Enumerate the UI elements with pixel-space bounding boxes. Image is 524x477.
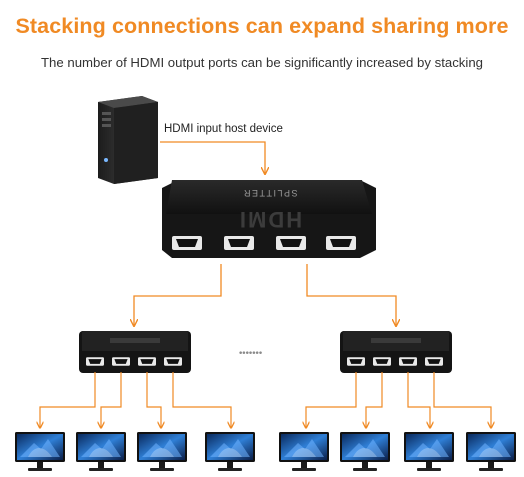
monitor-icon <box>340 432 390 471</box>
arrow-icon <box>40 372 491 428</box>
monitor-icon <box>76 432 126 471</box>
monitor-icon <box>15 432 65 471</box>
svg-text:SPLITTER: SPLITTER <box>242 188 297 198</box>
monitor-icon <box>279 432 329 471</box>
hdmi-splitter-right <box>340 331 452 373</box>
arrow-icon <box>160 141 265 174</box>
monitor-icon <box>137 432 187 471</box>
page-subtitle: The number of HDMI output ports can be s… <box>40 55 483 70</box>
pc-tower-icon <box>98 96 158 184</box>
svg-text:HDMI: HDMI <box>238 207 302 232</box>
hdmi-splitter-left <box>79 331 191 373</box>
host-device-label: HDMI input host device <box>164 123 283 135</box>
monitor-icon <box>205 432 255 471</box>
ellipsis-dots: ••••••• <box>238 349 263 359</box>
monitor-icon <box>404 432 454 471</box>
page-title: Stacking connections can expand sharing … <box>15 14 509 38</box>
hdmi-splitter-main: SPLITTER HDMI <box>162 180 376 258</box>
monitor-icon <box>466 432 516 471</box>
arrow-icon <box>134 264 396 326</box>
